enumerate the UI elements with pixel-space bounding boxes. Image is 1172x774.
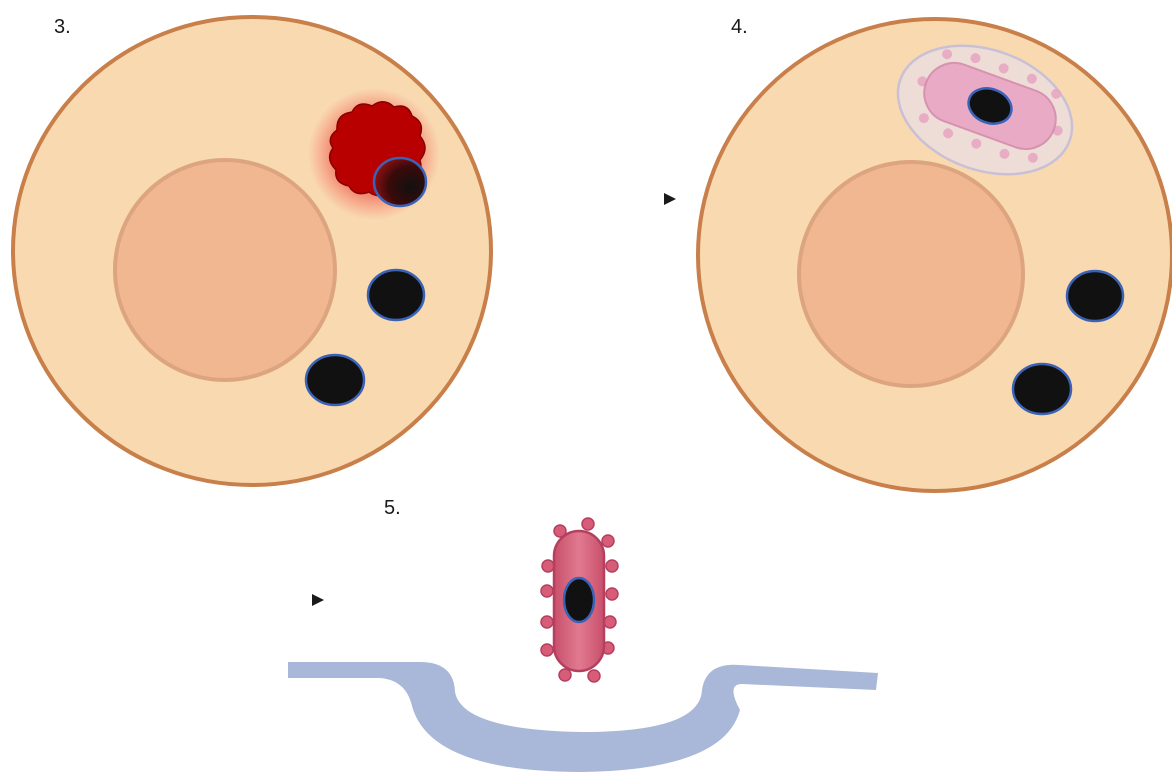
damaged-granule <box>374 158 426 206</box>
step-3-panel: 3. <box>13 16 491 485</box>
granule-4b <box>1013 364 1071 414</box>
granule-3b <box>306 355 364 405</box>
step-4-label: 4. <box>731 16 748 38</box>
released-pathogen <box>541 518 618 682</box>
arrow-head <box>664 193 676 205</box>
pathogen-core <box>564 578 594 622</box>
step-5-label: 5. <box>384 497 401 519</box>
arrow-head <box>312 594 324 606</box>
process-arrow-2 <box>175 594 324 606</box>
step-4-panel: 4. <box>698 16 1172 491</box>
process-arrow-1 <box>528 193 676 205</box>
granule-3a <box>368 270 424 320</box>
granule-4a <box>1067 271 1123 321</box>
step-3-label: 3. <box>54 16 71 38</box>
cell-nucleus-4 <box>799 162 1023 386</box>
host-membrane-icon <box>288 662 878 772</box>
cell-nucleus-3 <box>115 160 335 380</box>
step-5-panel: 5. <box>175 497 878 772</box>
